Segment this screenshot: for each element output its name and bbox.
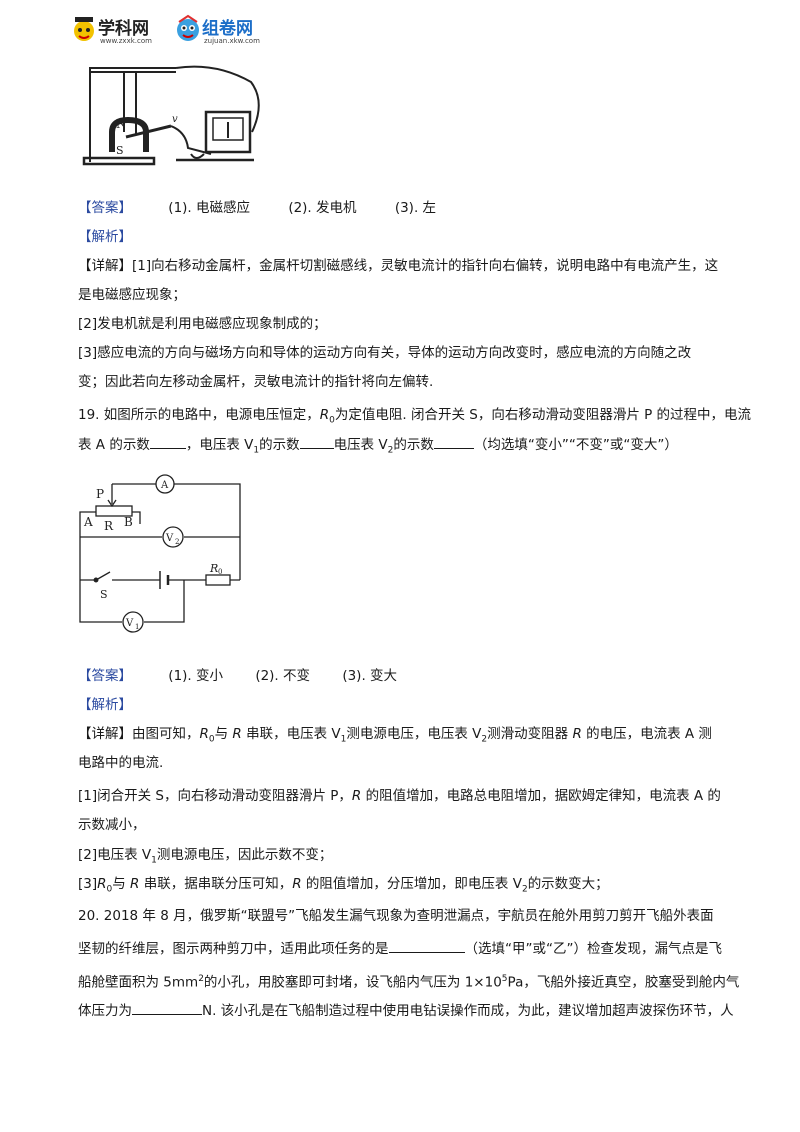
q18-analysis-tag: 【解析】 bbox=[78, 229, 132, 245]
circuit-figure: P A R B A V 2 V 1 S R 0 bbox=[79, 474, 241, 633]
xueke-logo-icon bbox=[74, 17, 94, 41]
label-v1: V bbox=[125, 618, 134, 629]
label-r0-sub: 0 bbox=[218, 568, 222, 576]
q18-detail-line-5: 变；因此若向左移动金属杆，灵敏电流计的指针将向左偏转. bbox=[78, 374, 434, 390]
label-a: A bbox=[83, 515, 93, 529]
q18-detail-tag: 【详解】 bbox=[78, 258, 132, 274]
wire-rheostat-right bbox=[132, 511, 141, 524]
q18-answer-3: (3). 左 bbox=[394, 200, 437, 216]
q18-detail-line-1: 【详解】[1]向右移动金属杆，金属杆切割磁感线，灵敏电流计的指针向右偏转，说明电… bbox=[78, 258, 719, 274]
zujuan-logo-icon bbox=[177, 14, 199, 41]
label-b: B bbox=[124, 515, 133, 529]
galvanometer-body bbox=[204, 110, 252, 154]
magnet-s-label: S bbox=[116, 144, 124, 157]
label-p: P bbox=[96, 487, 104, 501]
rheostat bbox=[95, 505, 133, 517]
label-r: R bbox=[104, 519, 114, 533]
label-v2: V bbox=[165, 533, 174, 544]
xueke-logo-url: www.zxxk.com bbox=[100, 37, 152, 45]
header-logos: 学科网 www.zxxk.com 组卷网 zujuan.xkw.com bbox=[72, 10, 272, 50]
xueke-logo-text: 学科网 bbox=[98, 19, 149, 39]
q18-detail-line-3: [2]发电机就是利用电磁感应现象制成的； bbox=[78, 316, 327, 332]
q20-blank-1 bbox=[388, 938, 465, 953]
q19-stem-line-2: 表 A 的示数，电压表 V1的示数电压表 V2的示数（均选填“变小”“不变”或“… bbox=[78, 434, 678, 461]
q19-blank-2 bbox=[299, 434, 334, 449]
q20-blank-2 bbox=[132, 1000, 202, 1015]
q19-detail-line-1: 【详解】由图可知，R0与 R 串联，电压表 V1测电源电压，电压表 V2测滑动变… bbox=[78, 726, 712, 745]
q20-line-2: 坚韧的纤维层，图示两种剪刀中，适用此项任务的是（选填“甲”或“乙”）检查发现，漏… bbox=[78, 938, 722, 959]
wire-top bbox=[112, 483, 241, 580]
q18-answer-2: (2). 发电机 bbox=[288, 200, 357, 216]
label-ammeter: A bbox=[160, 480, 169, 491]
q19-detail-line-5: [2]电压表 V1测电源电压，因此示数不变； bbox=[78, 847, 333, 866]
q19-answer-tag: 【答案】 bbox=[78, 668, 132, 684]
q19-answer-row: 【答案】 (1). 变小 (2). 不变 (3). 变大 bbox=[78, 666, 421, 686]
q19-detail-line-2: 电路中的电流. bbox=[78, 755, 164, 771]
wire-rheostat-left bbox=[79, 511, 112, 623]
magnet bbox=[109, 116, 149, 152]
magnet-n-label: N bbox=[116, 117, 127, 131]
galvanometer-face bbox=[212, 117, 244, 141]
q19-answer-3: (3). 变大 bbox=[342, 668, 398, 684]
q19-stem-line-1: 19. 如图所示的电路中，电源电压恒定，R0为定值电阻. 闭合开关 S，向右移动… bbox=[78, 407, 752, 426]
wire-top bbox=[175, 65, 260, 133]
velocity-label: v bbox=[172, 114, 178, 125]
q19-answer-2: (2). 不变 bbox=[255, 668, 311, 684]
wire-to-meter bbox=[170, 125, 212, 155]
label-v1-sub: 1 bbox=[135, 623, 139, 631]
ammeter-icon bbox=[155, 474, 175, 494]
q20-line-3: 船舱壁面积为 5mm2的小孔，用胶塞即可封堵，设飞船内气压为 1×105Pa，飞… bbox=[78, 974, 740, 991]
base bbox=[82, 156, 156, 166]
q18-answer-tag: 【答案】 bbox=[78, 200, 132, 216]
voltmeter-v2-icon bbox=[162, 526, 184, 548]
q19-detail-line-3: [1]闭合开关 S，向右移动滑动变阻器滑片 P，R 的阻值增加，电路总电阻增加，… bbox=[78, 788, 721, 804]
meter-leads bbox=[190, 153, 205, 159]
q19-analysis-tag: 【解析】 bbox=[78, 697, 132, 713]
q19-blank-3 bbox=[433, 434, 474, 449]
label-r0: R bbox=[209, 562, 218, 575]
q19-blank-1 bbox=[149, 434, 186, 449]
zujuan-logo-text: 组卷网 bbox=[202, 19, 253, 39]
q18-detail-line-4: [3]感应电流的方向与磁场方向和导体的运动方向有关，导体的运动方向改变时，感应电… bbox=[78, 345, 692, 361]
q18-answer-row: 【答案】 (1). 电磁感应 (2). 发电机 (3). 左 bbox=[78, 198, 460, 218]
q19-detail-line-4: 示数减小， bbox=[78, 817, 146, 833]
zujuan-logo-url: zujuan.xkw.com bbox=[204, 37, 260, 45]
induction-figure: N S v bbox=[82, 65, 260, 166]
voltmeter-v1-icon bbox=[122, 611, 144, 633]
label-v2-sub: 2 bbox=[175, 538, 179, 546]
q19-answer-1: (1). 变小 bbox=[168, 668, 224, 684]
label-s: S bbox=[100, 588, 108, 601]
q18-detail-line-2: 是电磁感应现象； bbox=[78, 287, 186, 303]
v1-wires bbox=[112, 580, 185, 623]
q19-detail-line-6: [3]R0与 R 串联，据串联分压可知，R 的阻值增加，分压增加，即电压表 V2… bbox=[78, 876, 609, 895]
resistor-r0 bbox=[205, 574, 231, 586]
q18-answer-1: (1). 电磁感应 bbox=[168, 200, 251, 216]
q20-line-1: 20. 2018 年 8 月，俄罗斯“联盟号”飞船发生漏气现象为查明泄漏点，宇航… bbox=[78, 908, 714, 924]
rod bbox=[125, 124, 172, 139]
switch-blade bbox=[95, 571, 111, 581]
stand-frame bbox=[89, 67, 176, 162]
